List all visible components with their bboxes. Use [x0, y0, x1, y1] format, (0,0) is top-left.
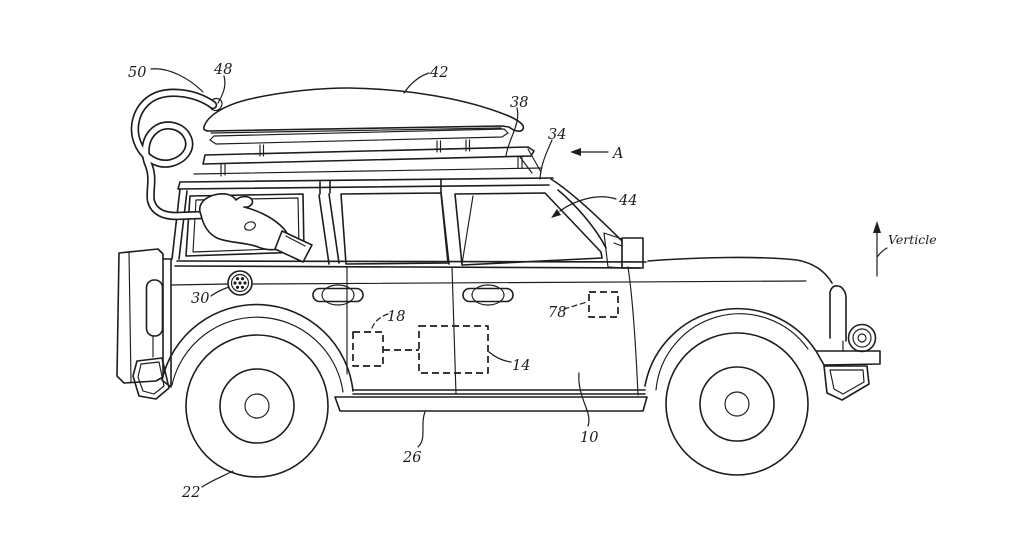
ref-label-48: 48: [213, 62, 232, 104]
front-grille-panel: [829, 285, 847, 342]
connector-nozzle: [274, 230, 313, 263]
vent-window-line: [461, 195, 474, 265]
body-bottom-lines: [352, 389, 646, 395]
roof-rail: [202, 146, 535, 165]
taillight: [145, 279, 164, 337]
wheels: [185, 332, 809, 478]
svg-text:78: 78: [548, 305, 566, 321]
ref-label-26: 26: [402, 411, 426, 466]
belt-sill-lines: [174, 260, 647, 269]
rear-door-handle: [312, 284, 364, 306]
ref-label-44: 44: [551, 193, 637, 218]
charge-port: [227, 270, 253, 296]
rear-bumper-bevel: [128, 251, 154, 383]
rack-stanchions: [259, 139, 471, 157]
front-air-dam-inner: [829, 369, 865, 395]
connector-latch-hole: [244, 221, 256, 231]
front-door-handle: [462, 284, 514, 306]
mirror-arm: [613, 242, 623, 247]
svg-text:10: 10: [580, 430, 598, 446]
front-fender-arch-inner: [655, 313, 809, 391]
mid-door-gap: [451, 266, 457, 395]
front-bumper: [815, 350, 881, 366]
svg-text:42: 42: [429, 65, 448, 81]
connector-nozzle-line: [285, 235, 306, 247]
rear-wheel: [185, 334, 329, 478]
connector-body: [198, 193, 290, 251]
svg-text:22: 22: [181, 485, 200, 501]
ref-label-38: 38: [505, 95, 528, 157]
windshield-line: [557, 189, 607, 249]
component-box-14: [418, 325, 489, 374]
section-arrow-a: A: [570, 146, 623, 162]
front-door-gap: [627, 266, 639, 396]
svg-text:44: 44: [618, 193, 637, 209]
component-box-18: [352, 331, 384, 367]
svg-text:14: 14: [512, 358, 530, 374]
ref-label-22: 22: [181, 470, 234, 501]
svg-text:A: A: [611, 146, 623, 162]
ref-label-18: 18: [370, 309, 405, 332]
hood-line: [647, 256, 833, 284]
component-box-78: [588, 291, 619, 318]
rocker-step: [334, 396, 648, 412]
charging-connector: [198, 193, 313, 263]
a-pillar-outer: [550, 178, 622, 241]
b-pillar: [318, 180, 340, 265]
ref-label-78: 78: [548, 301, 588, 321]
front-fender-arch: [644, 307, 817, 387]
svg-text:48: 48: [213, 62, 232, 78]
side-mirror: [621, 237, 644, 269]
vertical-axis-arrow: Verticle: [873, 221, 937, 277]
rear-door-window: [340, 192, 449, 265]
body-crease-line: [170, 280, 807, 286]
front-air-dam: [823, 365, 870, 401]
ref-label-14: 14: [488, 351, 530, 374]
charge-port-pins: [233, 277, 247, 289]
ref-label-42: 42: [403, 65, 448, 94]
roof-rack-and-cargo-box: [193, 87, 543, 177]
svg-text:34: 34: [548, 127, 566, 143]
door-divider-pillar: [440, 178, 450, 265]
roof-panel: [177, 177, 554, 190]
cargo-box: [202, 87, 525, 132]
rear-body-edge: [162, 258, 172, 388]
reference-labels: 50 48 42 38 34 44 30 18: [128, 62, 637, 501]
rear-fender-arch-inner: [171, 316, 344, 393]
svg-text:50: 50: [128, 65, 146, 81]
front-wheel: [665, 332, 809, 476]
svg-text:18: 18: [387, 309, 405, 325]
rail-feet: [220, 148, 542, 177]
hidden-component-boxes: [352, 291, 619, 374]
rack-tray: [209, 128, 509, 145]
svg-text:38: 38: [510, 95, 528, 111]
front-door-window: [454, 192, 603, 266]
roof-drip-line: [193, 167, 543, 175]
charging-cable: [130, 88, 218, 221]
cargo-box-lip: [210, 127, 502, 134]
rear-fender-arch: [161, 303, 354, 392]
ref-label-10: 10: [578, 372, 598, 446]
headlight: [847, 323, 877, 353]
cowl-block: [603, 232, 623, 269]
ref-label-30: 30: [191, 286, 230, 307]
svg-text:26: 26: [402, 450, 421, 466]
ref-label-34: 34: [539, 127, 566, 180]
rear-pillar: [171, 188, 188, 260]
svg-text:30: 30: [191, 291, 209, 307]
rear-mud-flap-inner: [137, 361, 165, 395]
svg-text:Verticle: Verticle: [888, 232, 937, 247]
rear-mud-flap: [132, 357, 170, 400]
rear-bumper: [116, 248, 164, 384]
ref-label-50: 50: [128, 65, 204, 93]
